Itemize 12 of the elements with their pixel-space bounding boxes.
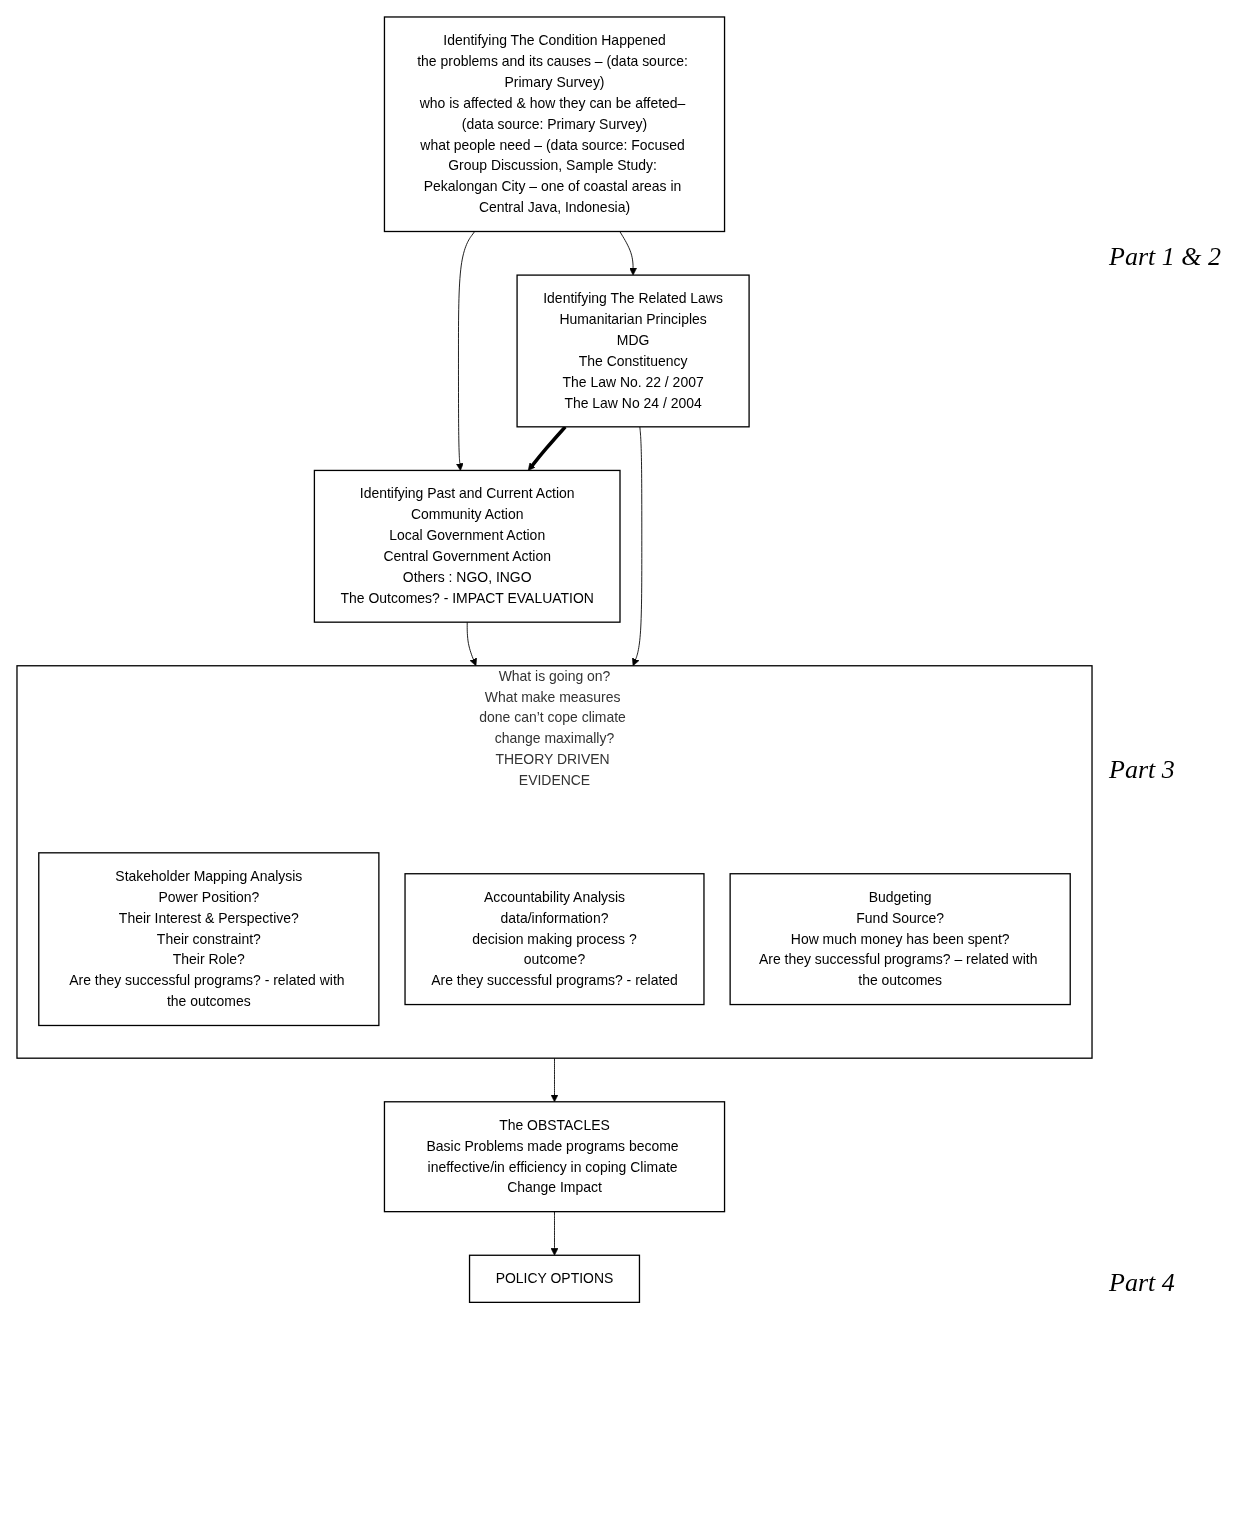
node-box: Accountability Analysis data/information? decision making process ? outcome? Are they successful programs? - related bbox=[404, 873, 705, 1006]
part-label: Part 4 bbox=[1109, 1267, 1176, 1298]
node-box: Budgeting Fund Source? How much money has been spent? Are they successful programs? – related with the outcomes bbox=[729, 873, 1071, 1006]
part-label: Part 3 bbox=[1109, 754, 1176, 785]
node-box: POLICY OPTIONS bbox=[468, 1254, 641, 1303]
node-box: Stakeholder Mapping Analysis Power Position? Their Interest & Perspective? Their constraint? Their Role? Are they successful programs? - related with the outcomes bbox=[38, 852, 380, 1027]
node-box: Identifying Past and Current Action Community Action Local Government Action Central Government Action Others : NGO, INGO The Outcomes? - IMPACT EVALUATION bbox=[313, 469, 621, 623]
arrow bbox=[527, 425, 567, 471]
node-box: The OBSTACLES Basic Problems made programs become ineffective/in efficiency in coping Climate Change Impact bbox=[383, 1101, 726, 1213]
node-box: Identifying The Condition Happened the problems and its causes – (data source: Primary Survey) who is affected & how they can be affeted– (data source: Primary Survey) what people need – (data source: Focused Group Discussion, Sample Study: Pekalongan City – one of coastal areas in Central Java, Indonesia) bbox=[383, 16, 726, 233]
node-box: Identifying The Related Laws Humanitarian Principles MDG The Constituency The Law No. 22 / 2007 The Law No 24 / 2004 bbox=[516, 274, 750, 428]
part-label: Part 1 & 2 bbox=[1109, 241, 1222, 272]
